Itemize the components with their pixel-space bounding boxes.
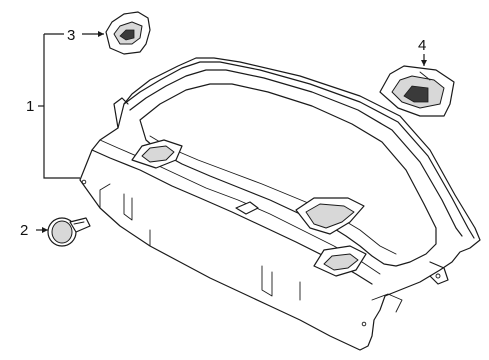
part-2-push-pin-clip: [47, 217, 91, 247]
callout-4-leader: [421, 54, 427, 66]
callout-2-leader: [36, 227, 48, 233]
panel-vent-right: [313, 245, 367, 277]
callout-label-2: 2: [20, 222, 28, 239]
package-tray-panel: [79, 57, 481, 351]
callout-label-1: 1: [26, 98, 34, 115]
part-4-vent-grille: [379, 65, 455, 117]
panel-vent-center: [295, 197, 365, 235]
callout-label-3: 3: [67, 27, 75, 44]
callout-1-leader: [38, 33, 80, 179]
panel-vent-left: [131, 139, 183, 169]
callout-3-leader: [82, 31, 104, 37]
callout-label-4: 4: [418, 37, 426, 54]
part-3-trim-cap: [105, 11, 151, 55]
